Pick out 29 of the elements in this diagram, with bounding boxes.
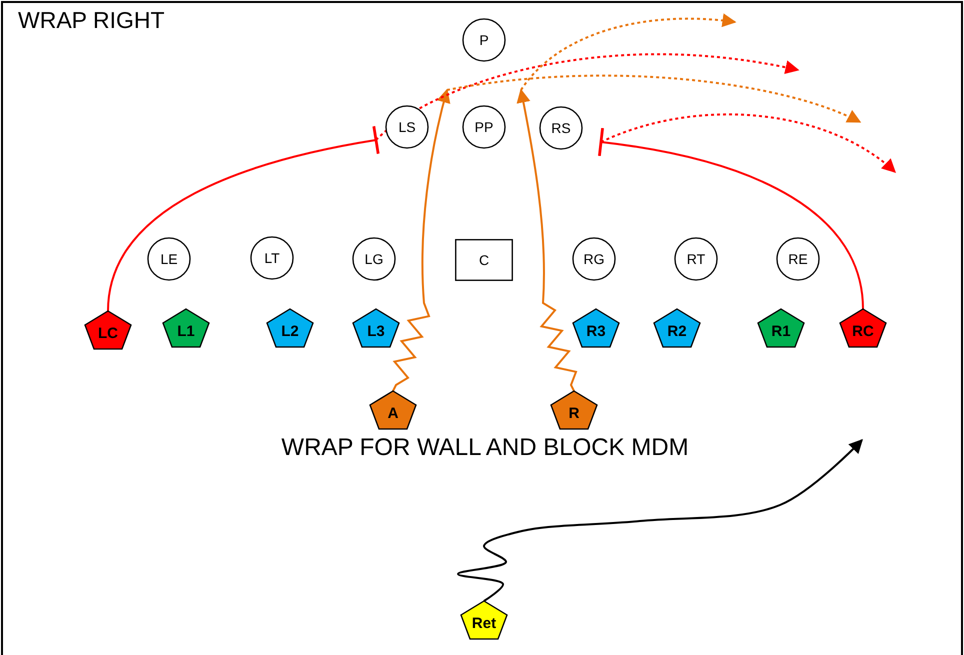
player-label: LS [398, 119, 416, 135]
play-title: WRAP RIGHT [18, 7, 165, 34]
route-arrow [457, 439, 863, 602]
player-label: RT [686, 251, 706, 267]
player-label: P [479, 32, 489, 48]
player-label: LC [98, 324, 118, 342]
player-label: R1 [771, 322, 791, 340]
player-label: LT [264, 250, 280, 266]
player-label: R3 [586, 322, 606, 340]
player-label: LG [364, 251, 384, 267]
block-route [598, 126, 864, 310]
player-label: RC [852, 322, 874, 340]
player-label: C [478, 252, 490, 268]
route-arrow [516, 88, 577, 392]
play-note: WRAP FOR WALL AND BLOCK MDM [281, 434, 689, 462]
player-label: RS [551, 120, 571, 136]
player-label: L3 [367, 322, 385, 340]
player-label: R [568, 404, 580, 422]
player-label: L2 [281, 322, 299, 340]
player-label: A [388, 404, 398, 422]
player-label: R2 [667, 322, 687, 340]
player-label: PP [474, 119, 494, 135]
route-arrow [392, 88, 450, 392]
player-label: L1 [177, 322, 195, 340]
player-label: Ret [472, 614, 496, 632]
player-label: RG [584, 251, 604, 267]
block-route [107, 124, 380, 312]
player-label: LE [160, 251, 178, 267]
player-label: RE [788, 251, 808, 267]
